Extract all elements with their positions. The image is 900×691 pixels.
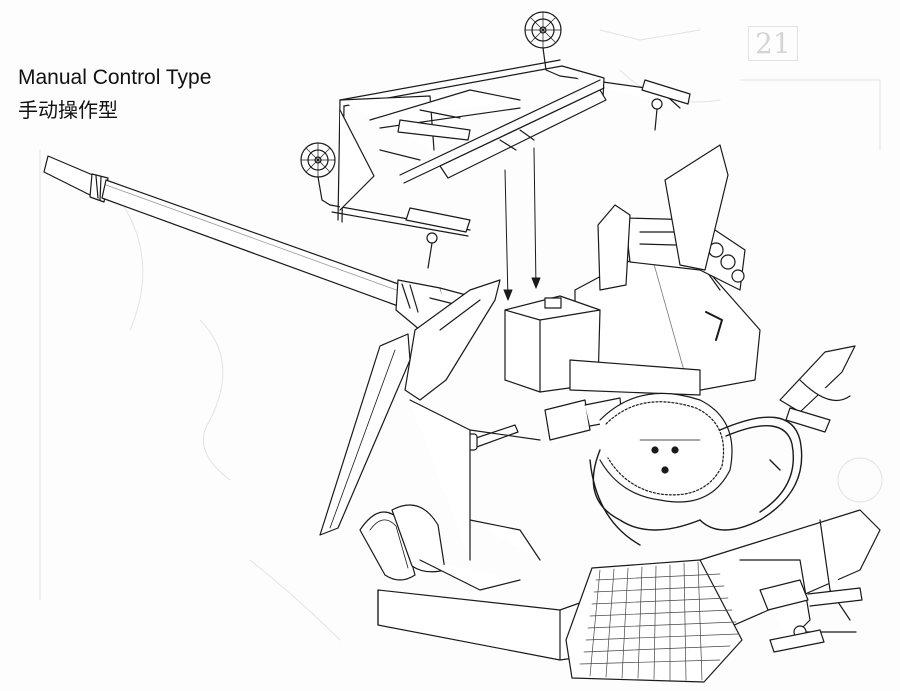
ammo-box — [574, 144, 761, 393]
rear-handlebar — [759, 579, 863, 653]
operator-seats — [359, 345, 856, 581]
faded-step-number: 21 — [748, 26, 798, 61]
right-sight-wheel — [524, 11, 562, 77]
title-english: Manual Control Type — [18, 66, 212, 89]
left-sight-wheel — [300, 142, 336, 206]
background-ghost-lines — [39, 29, 883, 641]
step-grate — [565, 559, 743, 683]
handwheels — [464, 397, 623, 451]
sight-frame — [300, 11, 691, 269]
side-frames — [319, 279, 501, 536]
hydraulic-tubes — [589, 416, 803, 546]
traverse-gear — [599, 392, 733, 503]
base-frame — [377, 399, 881, 661]
title-chinese: 手动操作型 — [18, 98, 118, 122]
cradle — [504, 295, 701, 396]
assembly-arrows — [503, 147, 541, 301]
